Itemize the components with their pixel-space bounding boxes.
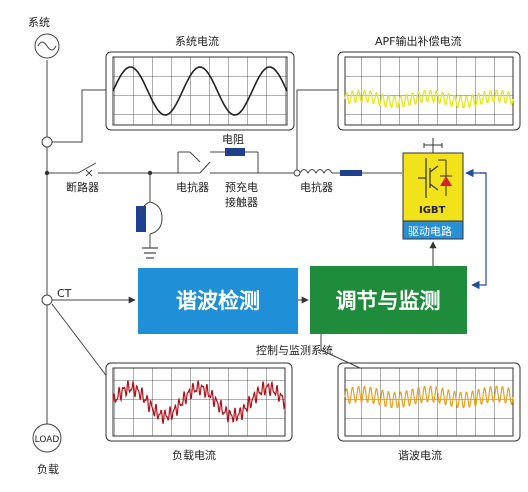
control-system-label: 控制与监测系统: [256, 343, 333, 357]
load-icon: [32, 423, 62, 453]
apf-output-scope: [337, 51, 521, 131]
harmonic-detect-label: 谐波检测: [176, 289, 260, 313]
reactor-left-label: 电抗器: [176, 180, 209, 194]
capacitor-icon: [136, 195, 163, 259]
harmonic-current-scope: [337, 362, 521, 442]
igbt-label: IGBT: [419, 205, 446, 216]
load-current-lead: [51, 303, 109, 379]
system-current-scope: [105, 51, 295, 131]
apf-output-wave: [344, 89, 514, 109]
inductor-icon: [299, 169, 333, 175]
feedback-arrow: [471, 172, 487, 290]
system-current-wave: [112, 66, 288, 116]
reactor-right-label: 电抗器: [300, 180, 333, 194]
switch-icon: [77, 162, 97, 177]
ct-label: CT: [57, 287, 72, 300]
igbt-module: IGBT 驱动电路: [402, 138, 464, 240]
igbt-icon: [418, 138, 452, 198]
regulate-monitor-block: [310, 266, 467, 334]
apf-output-title: APF输出补偿电流: [375, 34, 462, 48]
load-current-scope: [105, 362, 293, 442]
reactor-right-block: [340, 170, 362, 176]
resistor-icon: [225, 148, 245, 156]
precharge-label-2: 接触器: [225, 195, 258, 209]
harmonic-current-title: 谐波电流: [398, 448, 442, 462]
harmonic-detect-block: [138, 268, 298, 334]
harmonic-current-wave: [344, 385, 514, 409]
load-current-wave: [112, 380, 286, 424]
load-text: LOAD: [35, 435, 60, 445]
load-current-title: 负载电流: [172, 448, 216, 462]
system-current-lead: [52, 89, 110, 143]
load-label: 负载: [37, 462, 59, 476]
system-label: 系统: [28, 16, 50, 29]
driver-label: 驱动电路: [408, 225, 452, 238]
ac-source-icon: [34, 33, 60, 59]
regulate-monitor-label: 调节与监测: [336, 289, 441, 313]
top-sensor-node: [41, 136, 53, 148]
apf-output-lead: [296, 89, 338, 170]
resistor-label: 电阻: [222, 133, 244, 146]
breaker-label: 断路器: [66, 180, 99, 194]
system-current-title: 系统电流: [175, 34, 219, 48]
precharge-label-1: 预充电: [225, 180, 258, 194]
ct-sensor: [41, 294, 53, 306]
